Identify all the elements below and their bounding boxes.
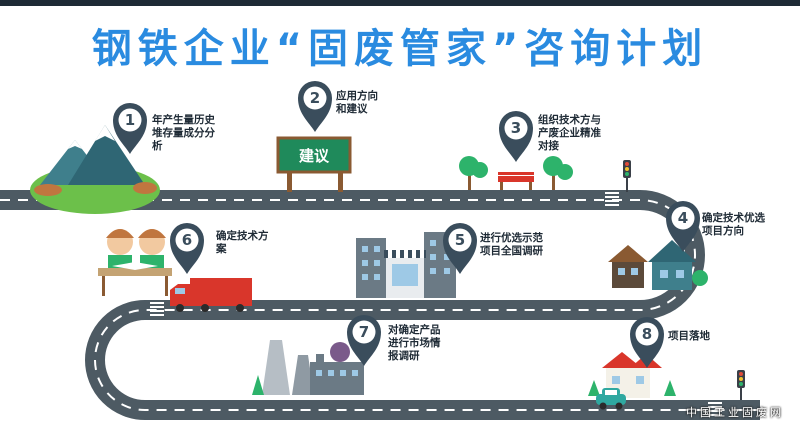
students-icon [98,229,172,296]
step-8-label: 项目落地 [668,330,710,342]
step-1-label: 年产生量历史堆存量成分分析 [152,114,215,152]
car-icon [596,388,626,410]
step-6-label: 确定技术方案 [216,230,269,255]
step-1-pin: 1 [113,102,147,154]
top-bar [0,0,800,6]
sign-board-icon [276,136,352,192]
sign-board-label: 建议 [298,147,329,165]
step-2-label: 应用方向和建议 [336,90,378,115]
step-5-number: 5 [455,231,465,249]
step-6-pin: 6 [170,223,204,274]
step-3-label: 组织技术方与产废企业精准对接 [538,114,601,152]
buildings-icon [356,232,456,298]
page-title: 钢铁企业“固废管家”咨询计划 [91,26,709,72]
step-5-pin: 5 [443,223,477,274]
mountain-icon [30,125,160,214]
step-8-number: 8 [642,325,652,343]
step-7-label: 对确定产品进行市场情报调研 [388,324,441,362]
step-4-pin: 4 [666,201,700,252]
step-5-label: 进行优选示范项目全国调研 [480,232,543,257]
step-6-number: 6 [182,231,192,249]
park-icon [459,156,573,190]
step-8-pin: 8 [630,317,664,368]
step-3-number: 3 [511,119,521,137]
step-3-pin: 3 [499,111,533,162]
step-1-number: 1 [125,111,135,129]
home-icon [588,352,676,398]
houses-icon [608,240,708,290]
step-7-pin: 7 [347,315,381,366]
watermark: 中国工业固废网 [686,406,784,419]
traffic-light-icon [623,160,745,400]
step-4-number: 4 [678,209,688,227]
step-pins: 1 2 3 4 5 6 7 8 [113,81,700,368]
step-2-number: 2 [310,89,320,107]
step-4-label: 确定技术优选项目方向 [702,212,765,237]
step-2-pin: 2 [298,81,332,132]
truck-icon [170,278,252,312]
factory-icon [252,340,364,395]
step-7-number: 7 [359,323,369,341]
